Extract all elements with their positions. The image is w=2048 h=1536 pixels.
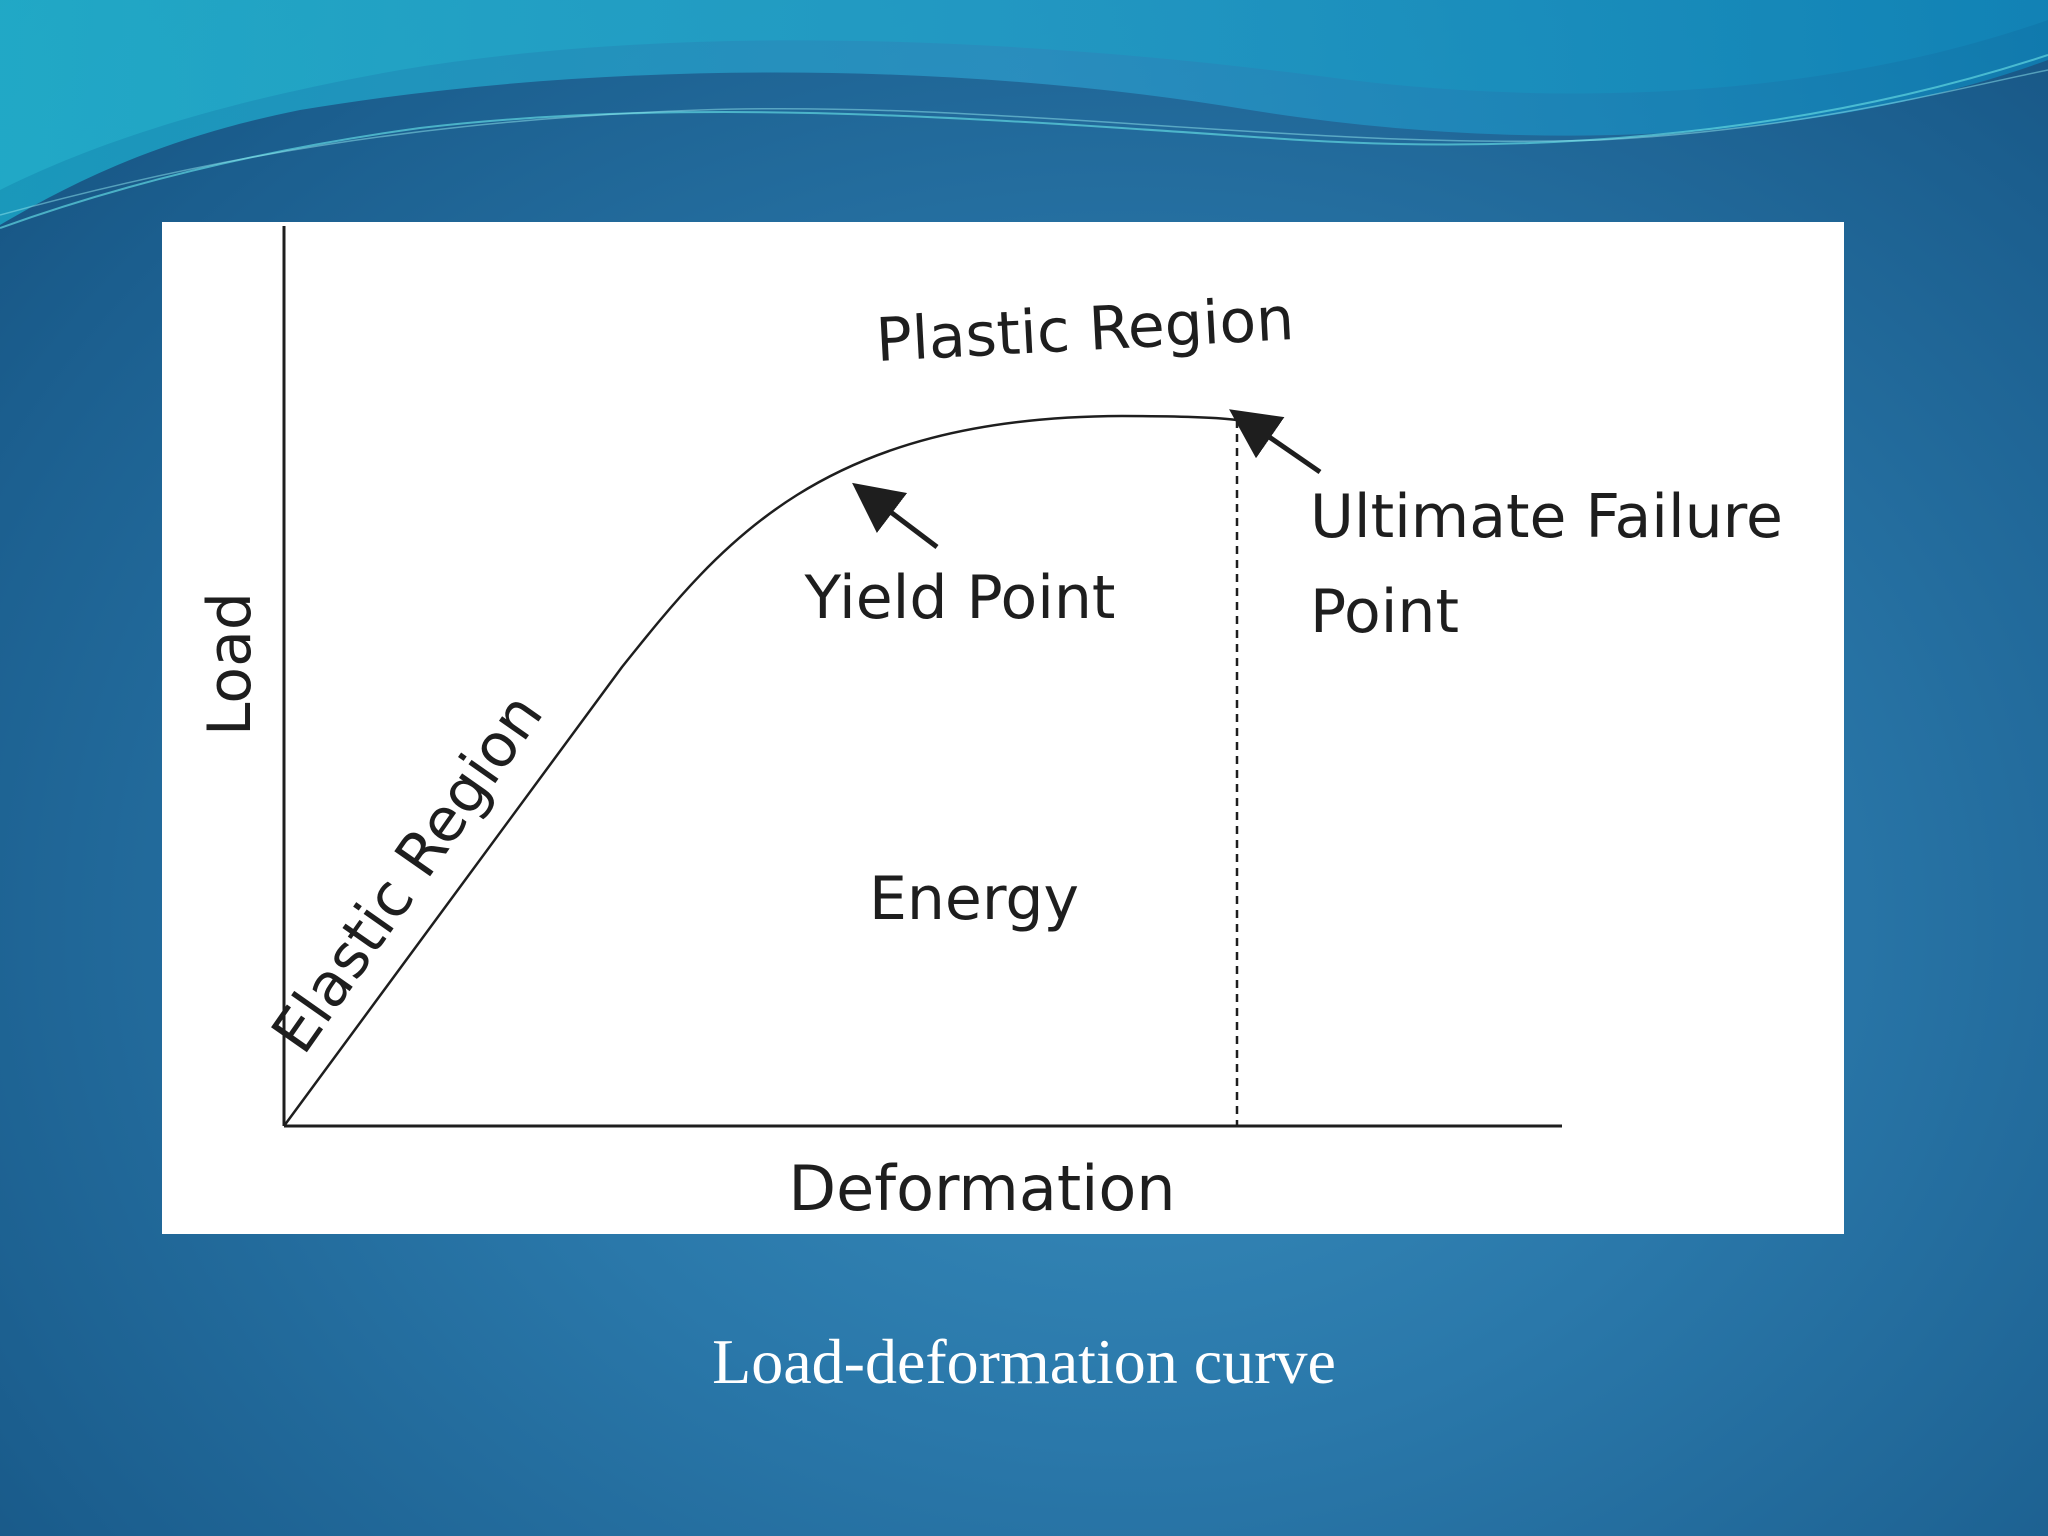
- x-axis-label: Deformation: [788, 1152, 1175, 1225]
- elastic-region-label: Elastic Region: [258, 681, 556, 1065]
- diagram-panel: Load Deformation Elastic Region Plastic …: [162, 222, 1844, 1234]
- yield-point-label: Yield Point: [804, 563, 1116, 633]
- y-axis-label: Load: [195, 592, 265, 736]
- ultimate-failure-arrow: [1229, 409, 1322, 475]
- load-deformation-curve: [282, 414, 1238, 1127]
- energy-label: Energy: [869, 864, 1079, 934]
- yield-point-arrow: [852, 482, 939, 549]
- load-deformation-diagram: Load Deformation Elastic Region Plastic …: [195, 226, 1783, 1225]
- plastic-region-label: Plastic Region: [874, 284, 1296, 376]
- slide-caption: Load-deformation curve: [712, 1326, 1336, 1397]
- ultimate-failure-label-line2: Point: [1310, 577, 1459, 647]
- ultimate-failure-label: Ultimate Failure: [1310, 482, 1783, 552]
- header-wave-decoration: [0, 0, 2048, 229]
